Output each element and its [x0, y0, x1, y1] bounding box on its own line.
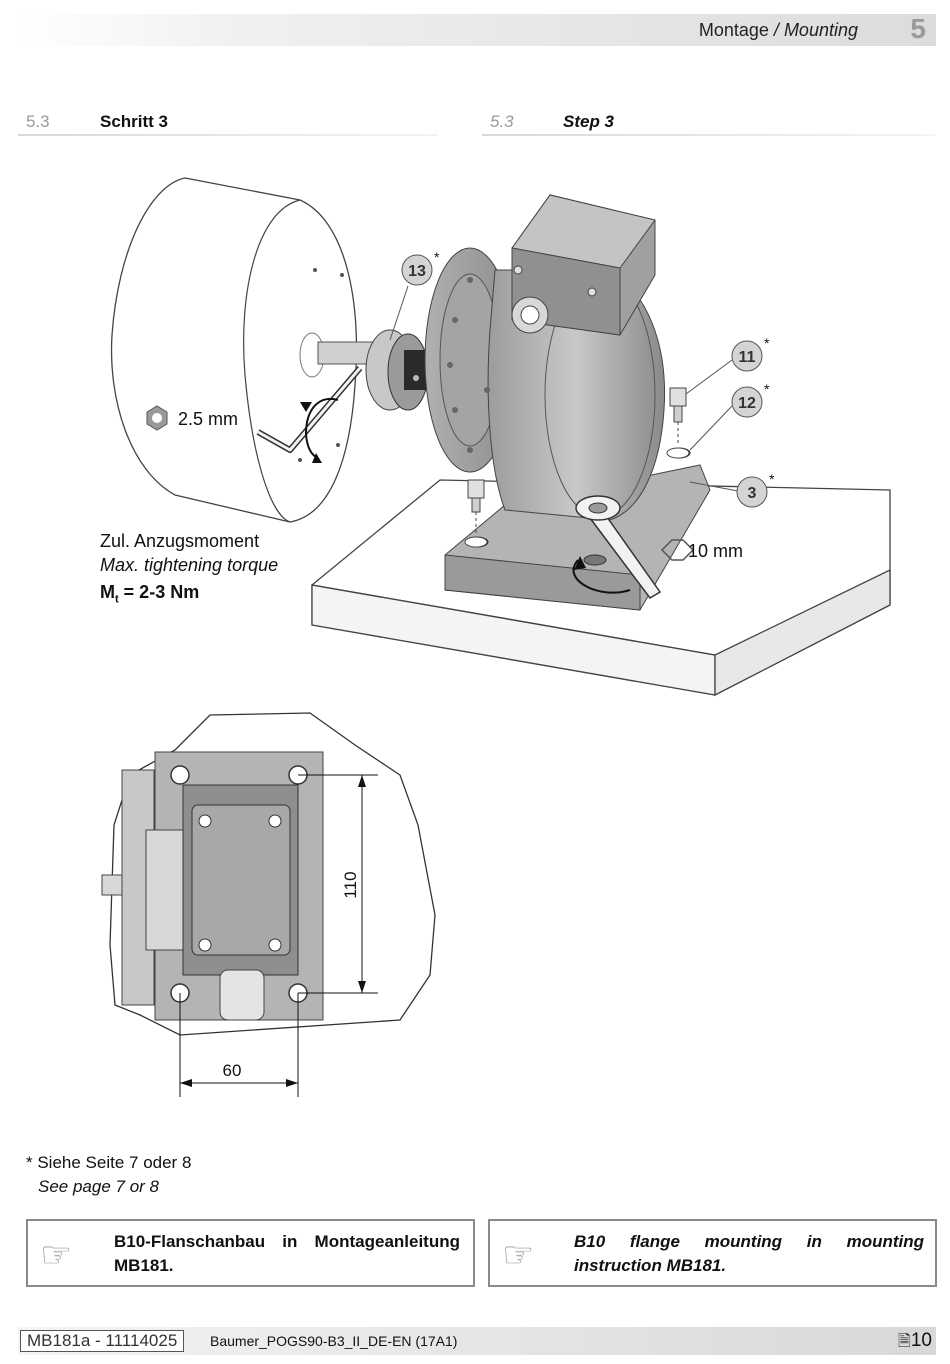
- note-text-de: B10-Flanschanbau in Montageanleitung MB1…: [114, 1232, 460, 1275]
- callout-12-mark: *: [764, 381, 770, 397]
- pointing-hand-icon: ☞: [502, 1234, 535, 1275]
- callout-11-label: 11: [739, 349, 756, 366]
- leader-lines: [389, 285, 739, 492]
- section-title-en: Step 3: [563, 112, 615, 131]
- callout-11: 11 *: [731, 335, 770, 372]
- wrench-size-text: 10 mm: [688, 541, 743, 561]
- drive-cylinder: [110, 177, 358, 523]
- callout-13-mark: *: [434, 249, 440, 265]
- header-bar: [18, 14, 936, 46]
- chapter-number: 5: [910, 13, 926, 44]
- callout-12-label: 12: [738, 395, 756, 412]
- header-title: Montage / Mounting: [698, 20, 858, 40]
- callout-13-label: 13: [408, 263, 426, 280]
- page-number: 🗎10: [897, 1330, 932, 1351]
- callout-3-mark: *: [769, 471, 775, 487]
- section-number-en: 5.3: [490, 112, 514, 131]
- note-box-de: ☞ B10-Flanschanbau in Montageanleitung M…: [26, 1219, 475, 1287]
- torque-label-de: Zul. Anzugsmoment: [100, 531, 260, 551]
- wrench-icon: [572, 495, 662, 599]
- torque-label-en: Max. tightening torque: [100, 555, 279, 575]
- section-title-de: Schritt 3: [100, 112, 169, 131]
- callout-3: 3 *: [736, 471, 775, 508]
- footnote-de: * Siehe Seite 7 oder 8: [26, 1153, 192, 1172]
- bolts: [464, 387, 690, 548]
- section-rule-de: [18, 134, 438, 136]
- section-rule-en: [482, 134, 936, 136]
- footer-file-name: Baumer_POGS90-B3_II_DE-EN (17A1): [210, 1333, 458, 1349]
- callout-11-mark: *: [764, 335, 770, 351]
- footer-doc-id: MB181a - 11114025: [20, 1330, 185, 1352]
- footnote-en: See page 7 or 8: [38, 1177, 159, 1196]
- dim-horizontal-label: 60: [223, 1061, 242, 1080]
- callout-13: 13 *: [401, 249, 440, 286]
- dim-vertical-label: 110: [341, 871, 360, 898]
- dimension-drawing: 110 60: [101, 712, 436, 1097]
- section-number-de: 5.3: [26, 112, 50, 131]
- wrench-size-label: 10 mm: [660, 539, 743, 561]
- page-icon: 🗎: [897, 1333, 911, 1350]
- allen-size-label: 2.5 mm: [146, 405, 238, 431]
- mounting-illustration: 13 * 11 * 12 * 3 * 2.5 mm 10 mm: [110, 177, 891, 697]
- callout-12: 12 *: [731, 381, 770, 418]
- note-box-en: ☞ B10 flange mounting in mounting instru…: [488, 1219, 937, 1287]
- pointing-hand-icon: ☞: [40, 1234, 73, 1275]
- torque-value: Mt = 2-3 Nm: [100, 582, 200, 606]
- note-text-en: B10 flange mounting in mounting instruct…: [574, 1232, 924, 1275]
- terminal-box: [511, 194, 656, 336]
- allen-key-icon: [256, 366, 363, 463]
- callout-3-label: 3: [748, 485, 757, 502]
- allen-size-text: 2.5 mm: [178, 409, 238, 429]
